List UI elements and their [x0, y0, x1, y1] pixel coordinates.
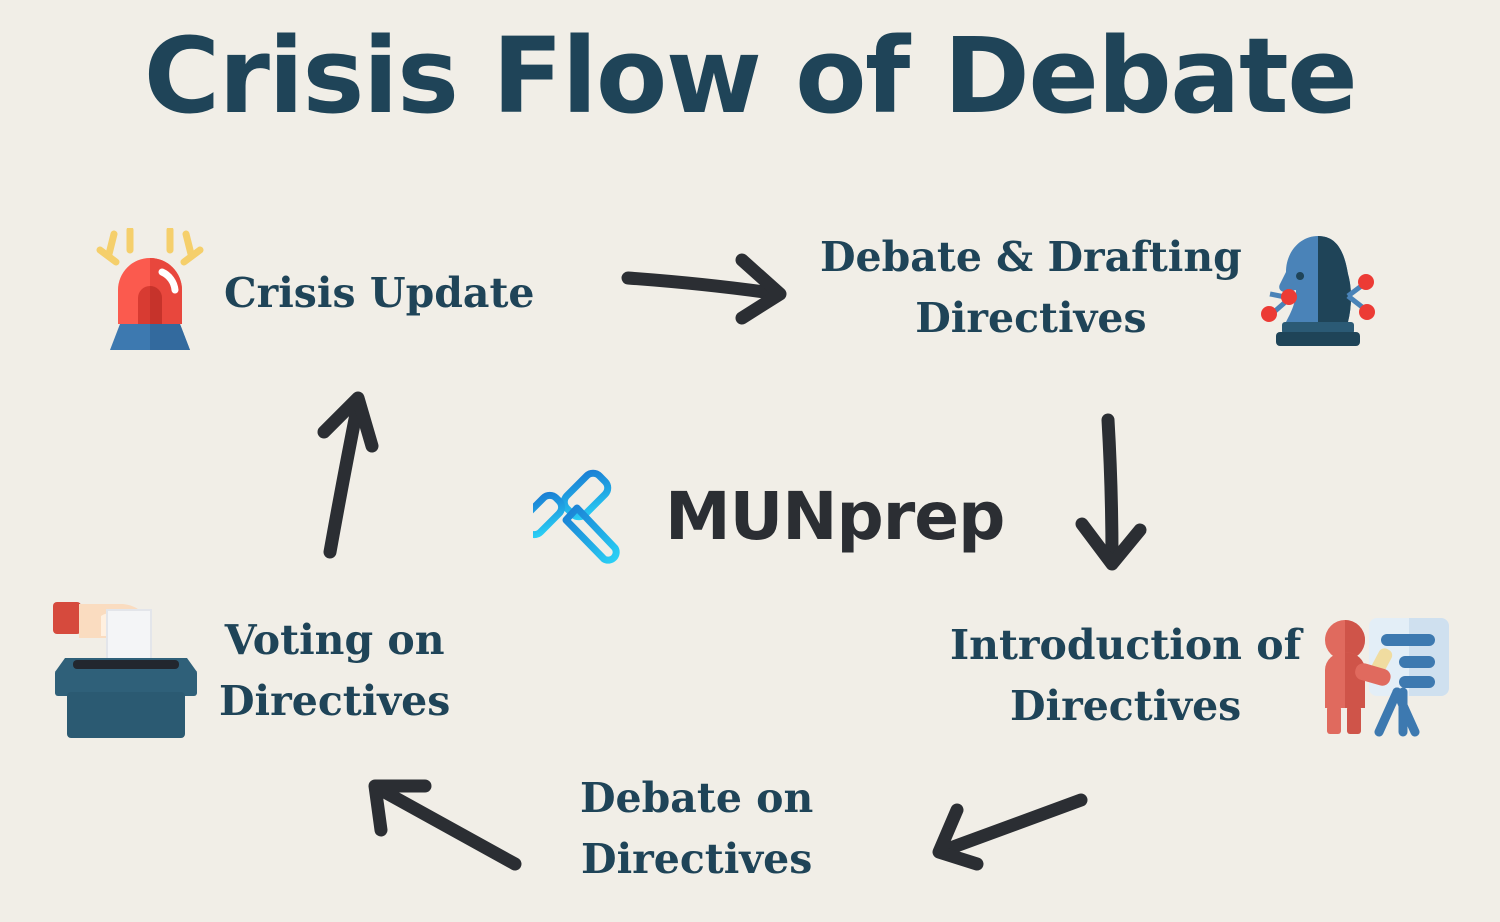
brand-name: MUNprep [665, 477, 1005, 555]
flow-node-voting-on-directives: Voting on Directives [45, 592, 450, 749]
ballot-box-with-hand-icon [45, 592, 207, 749]
arrow-down-left-icon [915, 788, 1091, 874]
police-light-siren-icon [92, 226, 208, 359]
brand-logo: MUNprep [518, 462, 1005, 571]
flow-node-label: Debate & Drafting Directives [820, 232, 1242, 342]
chess-knight-icon [1256, 222, 1380, 353]
page-title: Crisis Flow of Debate [143, 15, 1358, 137]
arrow-right-icon [618, 248, 800, 334]
flow-node-introduction-of-directives: Introduction of Directives [950, 608, 1453, 743]
arrow-down-icon [1068, 408, 1164, 586]
flow-node-label: Debate on Directives [580, 774, 814, 883]
gavel-icon [518, 462, 637, 571]
flow-node-debate-on-directives: Debate on Directives [580, 768, 813, 889]
arrow-up-icon [296, 382, 404, 564]
flow-node-crisis-update: Crisis Update [92, 226, 535, 359]
flow-node-label: Voting on Directives [219, 615, 451, 725]
flow-node-label: Crisis Update [224, 269, 535, 318]
presentation-speaker-icon [1319, 608, 1453, 743]
flow-node-debate-drafting: Debate & Drafting Directives [820, 222, 1380, 353]
flow-node-label: Introduction of Directives [950, 620, 1302, 730]
arrow-up-left-icon [355, 760, 531, 878]
